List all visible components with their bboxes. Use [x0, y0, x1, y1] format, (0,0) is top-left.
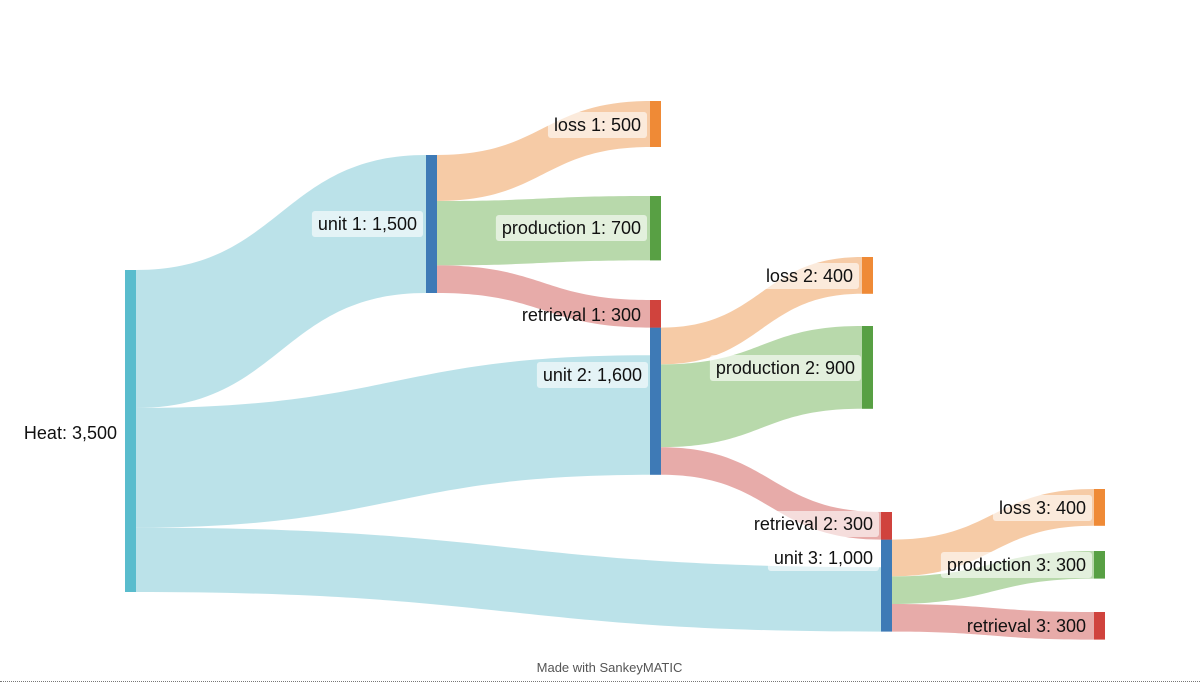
node-bar-u2: [650, 327, 661, 475]
node-bar-l3: [1094, 489, 1105, 526]
node-label-r1: retrieval 1: 300: [522, 305, 641, 325]
bottom-divider: [0, 681, 1200, 682]
node-bar-p1: [650, 196, 661, 261]
flow-heat-to-u3: [136, 527, 881, 632]
label-bg-u3: [767, 545, 879, 571]
node-bar-l1: [650, 101, 661, 147]
flow-u1-to-r1: [437, 265, 650, 328]
node-bar-r1: [650, 300, 661, 328]
node-label-l3: loss 3: 400: [999, 498, 1086, 518]
flow-nodes: [125, 101, 1105, 640]
label-bg-p1: [495, 215, 647, 241]
label-bg-u2: [536, 362, 648, 388]
label-bg-l1: [547, 112, 647, 138]
flow-u3-to-r3: [892, 604, 1094, 640]
node-bar-p2: [862, 326, 873, 409]
flow-heat-to-u2: [136, 355, 650, 528]
node-bar-r2: [881, 512, 892, 540]
label-bg-l2: [759, 263, 859, 289]
node-label-u1: unit 1: 1,500: [318, 214, 417, 234]
label-bg-p2: [709, 355, 861, 381]
flow-heat-to-u1: [136, 155, 426, 408]
node-label-heat: Heat: 3,500: [24, 423, 117, 443]
node-label-r2: retrieval 2: 300: [754, 514, 873, 534]
credit-text: Made with SankeyMATIC: [536, 660, 683, 675]
label-bg-p3: [940, 552, 1092, 578]
node-bar-u3: [881, 539, 892, 632]
node-label-l2: loss 2: 400: [766, 266, 853, 286]
node-bar-r3: [1094, 612, 1105, 640]
node-bar-u1: [426, 155, 437, 293]
label-bg-u1: [311, 211, 423, 237]
node-bar-heat: [125, 270, 136, 592]
node-label-r3: retrieval 3: 300: [967, 616, 1086, 636]
node-bar-l2: [862, 257, 873, 294]
node-bar-p3: [1094, 551, 1105, 579]
node-label-u2: unit 2: 1,600: [543, 365, 642, 385]
node-labels: Heat: 3,500 unit 1: 1,500 unit 2: 1,600 uni…: [24, 112, 1092, 636]
label-bg-r2: [747, 511, 879, 537]
label-bg-l3: [992, 495, 1092, 521]
node-label-p1: production 1: 700: [502, 218, 641, 238]
node-label-l1: loss 1: 500: [554, 115, 641, 135]
node-label-p3: production 3: 300: [947, 555, 1086, 575]
node-label-u3: unit 3: 1,000: [774, 548, 873, 568]
node-label-p2: production 2: 900: [716, 358, 855, 378]
